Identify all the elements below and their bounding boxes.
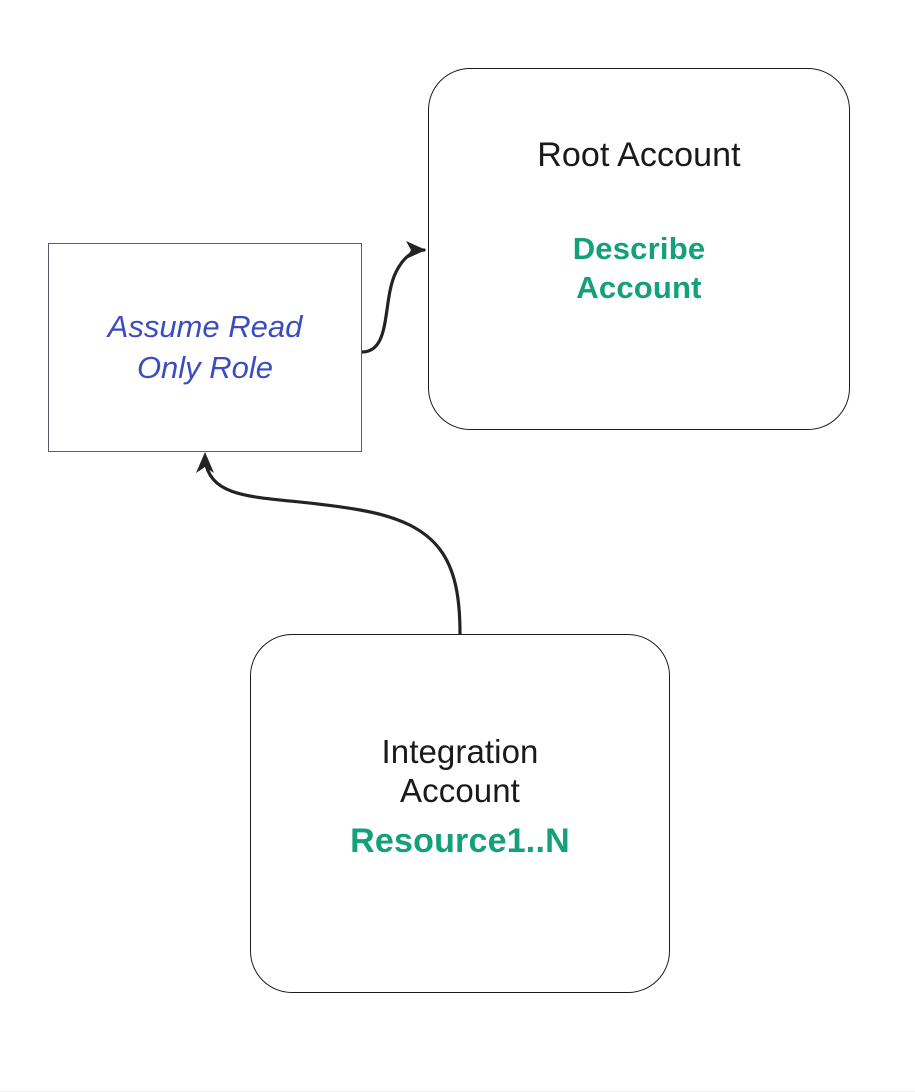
integration-account-title: Integration Account bbox=[381, 733, 539, 809]
assume-role-label: Assume Read Only Role bbox=[107, 308, 303, 385]
edge-assume-role-to-root-account bbox=[360, 241, 426, 354]
arrowhead-up-icon bbox=[196, 452, 214, 473]
node-root-account[interactable]: Root Account Describe Account bbox=[428, 68, 850, 430]
arrowhead-right-icon bbox=[406, 241, 426, 259]
integration-account-resource-label: Resource1..N bbox=[350, 821, 570, 860]
root-account-action-label: Describe Account bbox=[572, 231, 706, 306]
root-account-title: Root Account bbox=[537, 136, 741, 174]
node-assume-read-only-role[interactable]: Assume Read Only Role bbox=[48, 243, 362, 452]
node-integration-account[interactable]: Integration Account Resource1..N bbox=[250, 634, 670, 993]
edge-integration-account-to-assume-role bbox=[196, 452, 462, 636]
